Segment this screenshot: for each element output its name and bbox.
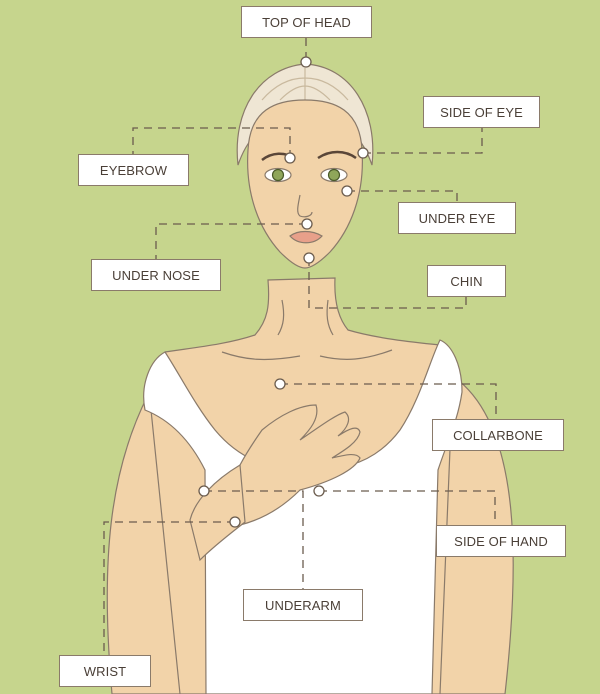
connector-side-of-eye bbox=[363, 128, 482, 153]
label-collarbone: COLLARBONE bbox=[432, 419, 564, 451]
label-underarm: UNDERARM bbox=[243, 589, 363, 621]
label-top-of-head: TOP OF HEAD bbox=[241, 6, 372, 38]
point-collarbone bbox=[275, 379, 285, 389]
point-chin bbox=[304, 253, 314, 263]
point-side-of-hand bbox=[314, 486, 324, 496]
point-wrist bbox=[230, 517, 240, 527]
label-side-of-eye: SIDE OF EYE bbox=[423, 96, 540, 128]
connector-under-eye bbox=[347, 191, 457, 202]
left-iris bbox=[273, 170, 284, 181]
label-side-of-hand: SIDE OF HAND bbox=[436, 525, 566, 557]
figure-head bbox=[237, 64, 373, 268]
point-side-of-eye bbox=[358, 148, 368, 158]
label-under-nose: UNDER NOSE bbox=[91, 259, 221, 291]
point-under-eye bbox=[342, 186, 352, 196]
point-underarm bbox=[199, 486, 209, 496]
label-chin: CHIN bbox=[427, 265, 506, 297]
point-top-of-head bbox=[301, 57, 311, 67]
label-wrist: WRIST bbox=[59, 655, 151, 687]
point-under-nose bbox=[302, 219, 312, 229]
right-iris bbox=[329, 170, 340, 181]
point-eyebrow bbox=[285, 153, 295, 163]
figure-body bbox=[107, 278, 513, 694]
label-under-eye: UNDER EYE bbox=[398, 202, 516, 234]
label-eyebrow: EYEBROW bbox=[78, 154, 189, 186]
